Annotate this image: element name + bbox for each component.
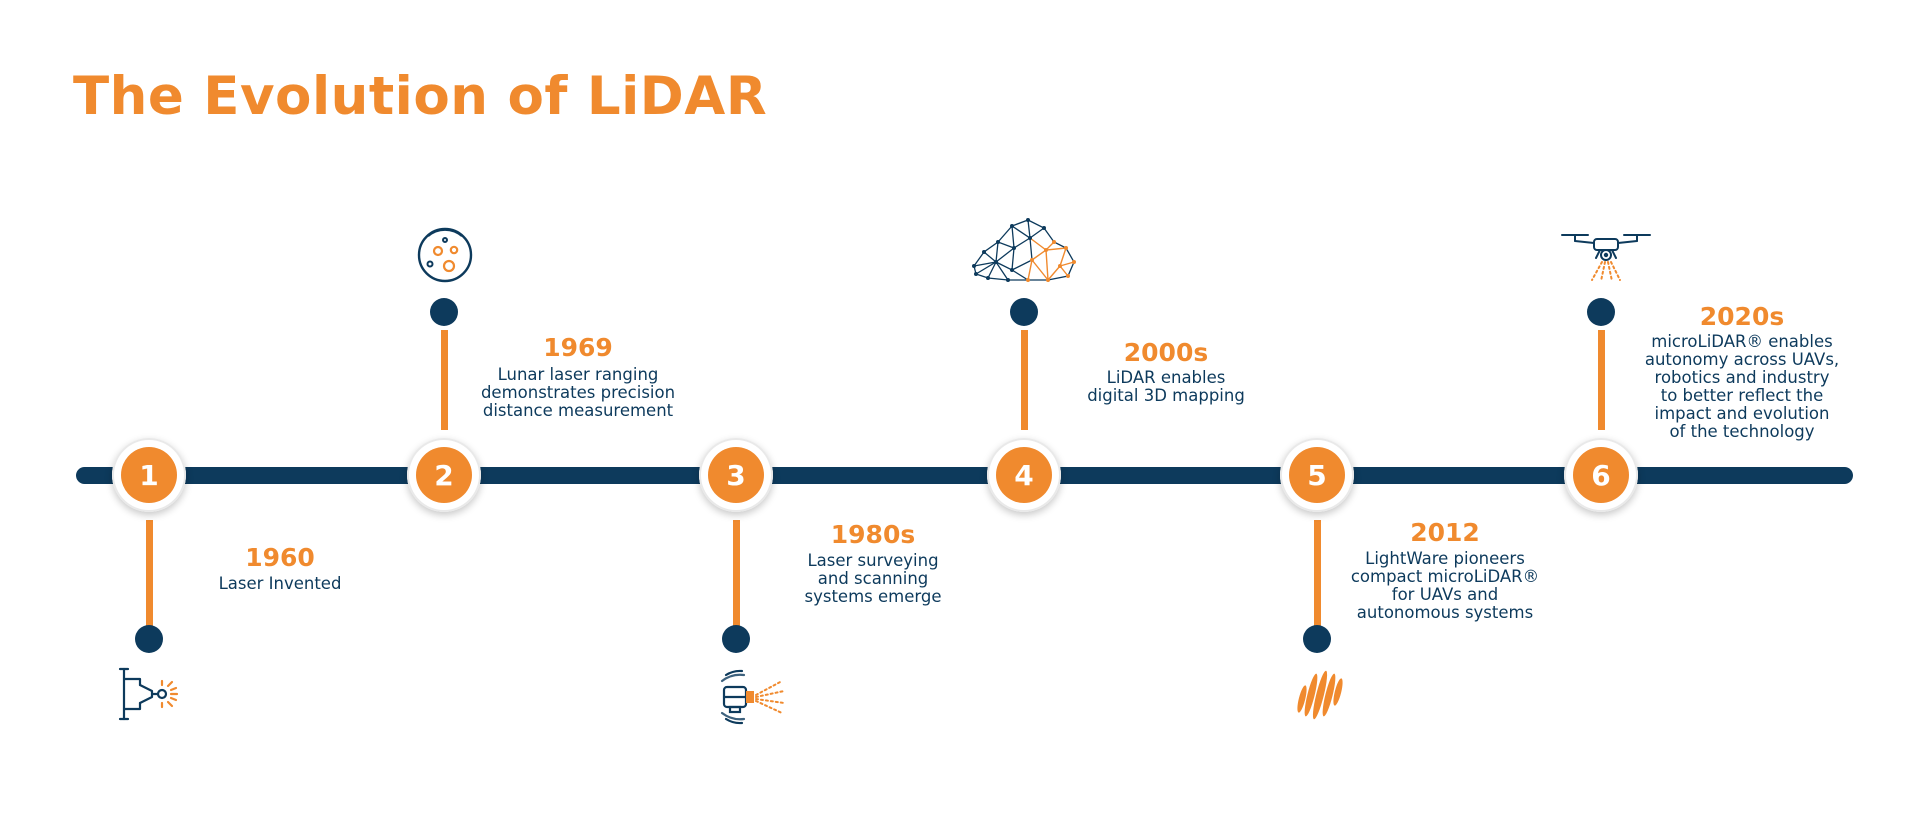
milestone-number: 6 [1573,447,1629,503]
description-line: compact microLiDAR® [1350,567,1540,586]
milestone-description-4: LiDAR enables digital 3D mapping [1087,369,1245,405]
laser-icon [118,667,179,721]
milestone-year-2: 1969 [543,333,613,362]
moon-icon [417,227,473,283]
description-line: of the technology [1669,422,1815,441]
milestone-node-2: 2 [407,438,481,512]
description-line: Laser Invented [218,574,342,593]
description-line: distance measurement [482,401,674,420]
description-line: to better reflect the [1660,386,1824,405]
stem-6 [1598,330,1605,430]
milestone-description-5: LightWare pioneers compact microLiDAR® f… [1351,550,1539,622]
milestone-number: 3 [708,447,764,503]
endpoint-dot-5 [1303,625,1331,653]
milestone-node-5: 5 [1280,438,1354,512]
milestone-year-6: 2020s [1699,302,1785,331]
description-line: systems emerge [804,587,942,606]
description-line: LiDAR enables [1106,368,1226,387]
description-line: Laser surveying [807,551,939,570]
description-line: microLiDAR® enables [1651,332,1833,351]
surveying-scanner-icon [720,669,785,725]
endpoint-dot-6 [1587,298,1615,326]
description-line: autonomy across UAVs, [1644,350,1840,369]
endpoint-dot-2 [430,298,458,326]
description-line: Lunar laser ranging [497,365,659,384]
milestone-number: 4 [996,447,1052,503]
stem-2 [441,330,448,430]
endpoint-dot-3 [722,625,750,653]
timeline-track [76,467,1853,484]
description-line: demonstrates precision [480,383,676,402]
milestone-description-6: microLiDAR® enables autonomy across UAVs… [1645,333,1839,441]
endpoint-dot-1 [135,625,163,653]
milestone-description-1: Laser Invented [219,575,342,593]
description-line: digital 3D mapping [1087,386,1245,405]
stem-1 [146,520,153,632]
milestone-year-1: 1960 [245,543,315,572]
description-line: for UAVs and [1391,585,1499,604]
point-cloud-icon [972,218,1076,283]
milestone-description-3: Laser surveying and scanning systems eme… [805,552,942,606]
milestone-year-4: 2000s [1123,338,1209,367]
stem-4 [1021,330,1028,430]
laser-pulse-icon [1297,670,1343,720]
milestone-number: 2 [416,447,472,503]
milestone-node-4: 4 [987,438,1061,512]
milestone-year-3: 1980s [830,520,916,549]
milestone-node-6: 6 [1564,438,1638,512]
description-line: robotics and industry [1654,368,1830,387]
milestone-node-1: 1 [112,438,186,512]
milestone-number: 5 [1289,447,1345,503]
milestone-year-5: 2012 [1410,518,1480,547]
description-line: and scanning [817,569,929,588]
milestone-number: 1 [121,447,177,503]
page-title: The Evolution of LiDAR [73,66,768,127]
stem-3 [733,520,740,632]
description-line: LightWare pioneers [1365,549,1525,568]
milestone-node-3: 3 [699,438,773,512]
milestone-description-2: Lunar laser ranging demonstrates precisi… [481,366,675,420]
drone-icon [1561,234,1651,282]
description-line: impact and evolution [1654,404,1830,423]
endpoint-dot-4 [1010,298,1038,326]
stem-5 [1314,520,1321,632]
description-line: autonomous systems [1356,603,1534,622]
